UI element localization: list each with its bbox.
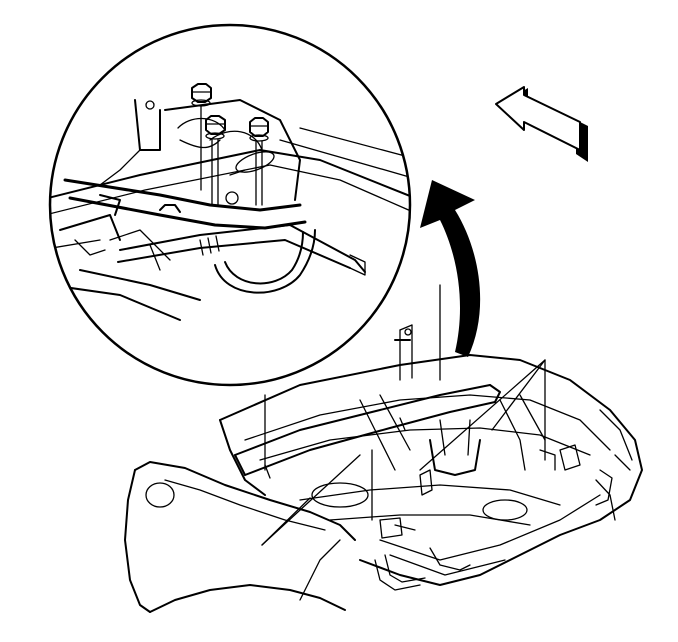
front-direction-arrow [495,86,588,162]
vehicle-underbody [219,324,643,591]
bolt-3 [249,117,269,206]
bolt-2 [205,115,226,206]
detail-magnifier-circle [48,23,412,387]
bolts [191,83,269,206]
front-crossmember [234,384,501,479]
callout-arrow [420,180,481,357]
bolt-1 [191,83,212,191]
wheel-well-panel [124,461,356,613]
leader-lines [261,284,546,546]
